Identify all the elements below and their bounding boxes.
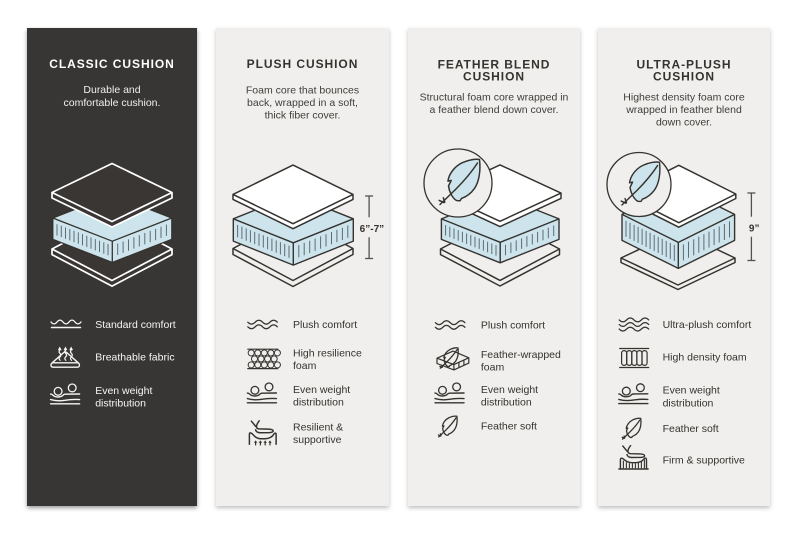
svg-text:down cover.: down cover. <box>656 117 712 129</box>
svg-text:Plush comfort: Plush comfort <box>293 319 357 331</box>
svg-text:a feather blend down cover.: a feather blend down cover. <box>429 104 558 116</box>
svg-text:CUSHION: CUSHION <box>463 70 525 84</box>
svg-text:Firm & supportive: Firm & supportive <box>663 455 745 467</box>
svg-text:Plush comfort: Plush comfort <box>481 320 545 332</box>
svg-text:distribution: distribution <box>293 397 344 409</box>
svg-text:Ultra-plush comfort: Ultra-plush comfort <box>663 319 752 331</box>
svg-text:Resilient &: Resilient & <box>293 421 343 433</box>
svg-text:Highest density foam core: Highest density foam core <box>623 92 745 104</box>
svg-text:thick fiber cover.: thick fiber cover. <box>265 110 341 122</box>
svg-text:Foam core that bounces: Foam core that bounces <box>246 85 359 97</box>
svg-text:CUSHION: CUSHION <box>653 70 715 84</box>
svg-text:High resilience: High resilience <box>293 347 362 359</box>
svg-text:9”: 9” <box>749 224 760 235</box>
svg-text:Feather soft: Feather soft <box>663 423 719 435</box>
svg-text:Even weight: Even weight <box>663 385 720 397</box>
svg-text:distribution: distribution <box>481 397 532 409</box>
svg-text:FEATHER BLEND: FEATHER BLEND <box>438 58 551 72</box>
svg-text:distribution: distribution <box>663 397 714 409</box>
svg-text:Even weight: Even weight <box>293 384 350 396</box>
svg-text:6”-7”: 6”-7” <box>360 224 384 235</box>
svg-text:Durable and: Durable and <box>83 84 140 96</box>
svg-text:Breathable fabric: Breathable fabric <box>95 352 174 364</box>
svg-text:ULTRA-PLUSH: ULTRA-PLUSH <box>637 58 732 72</box>
svg-text:comfortable cushion.: comfortable cushion. <box>64 97 161 109</box>
svg-text:foam: foam <box>293 360 317 372</box>
svg-text:foam: foam <box>481 362 505 374</box>
svg-text:back, wrapped in a soft,: back, wrapped in a soft, <box>247 97 358 109</box>
svg-text:Standard comfort: Standard comfort <box>95 319 176 331</box>
svg-text:Structural foam core wrapped i: Structural foam core wrapped in <box>420 92 569 104</box>
svg-text:CLASSIC CUSHION: CLASSIC CUSHION <box>49 57 175 71</box>
svg-text:Feather-wrapped: Feather-wrapped <box>481 349 561 361</box>
svg-text:High density foam: High density foam <box>663 352 747 364</box>
svg-text:supportive: supportive <box>293 434 342 446</box>
svg-text:PLUSH CUSHION: PLUSH CUSHION <box>247 57 359 71</box>
svg-text:wrapped in feather blend: wrapped in feather blend <box>625 104 742 116</box>
svg-text:Even weight: Even weight <box>95 385 152 397</box>
svg-text:distribution: distribution <box>95 398 146 410</box>
svg-text:Feather soft: Feather soft <box>481 421 537 433</box>
svg-text:Even weight: Even weight <box>481 384 538 396</box>
